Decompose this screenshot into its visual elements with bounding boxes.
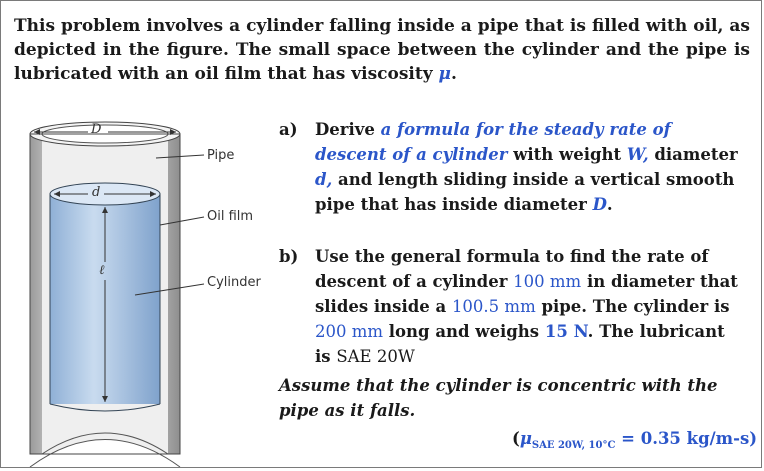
value-weight: 15 N [544, 322, 588, 341]
value-cyl-length: 200 mm [315, 322, 384, 341]
part-a-word: length sliding inside a vertical smooth … [315, 170, 735, 214]
value-pipe-diameter: 100.5 mm [451, 297, 536, 316]
part-b-word: . The lubricant is [315, 322, 725, 366]
given-viscosity: (μSAE 20W, 10°C = 0.35 kg/m-s) [512, 429, 758, 451]
cylinder-label: Cylinder [207, 275, 261, 290]
part-a-text: Derive a formula for the steady rate of … [315, 117, 739, 217]
part-a-word: with weight [513, 145, 622, 164]
part-a-word: Derive [315, 120, 375, 139]
figure-drawing [29, 121, 205, 468]
diameter-symbol: d, [315, 170, 333, 189]
label-l: ℓ [99, 263, 105, 278]
assumption-note: Assume that the cylinder is concentric w… [279, 376, 718, 420]
part-a-word: and [338, 170, 373, 189]
part-b-word: slides inside a [315, 297, 447, 316]
part-b-text: Use the general formula to find the rate… [315, 244, 739, 369]
part-b-tag: b) [279, 247, 299, 266]
given-value: = 0.35 kg/m-s) [615, 429, 758, 448]
given-open: ( [512, 429, 520, 448]
label-D: D [91, 122, 102, 137]
part-a-word: diameter [654, 145, 738, 164]
value-cyl-diameter: 100 mm [513, 272, 582, 291]
part-b-word: descent of a cylinder [315, 272, 508, 291]
part-b-word: pipe. The cylinder is [541, 297, 730, 316]
part-b-word: Use the general formula to find the rate… [315, 247, 709, 266]
weight-symbol: W, [626, 145, 649, 164]
problem-intro: This problem involves a cylinder falling… [14, 14, 750, 86]
pipe-label: Pipe [207, 148, 235, 163]
part-a-highlight-2: of a cylinder [392, 145, 508, 164]
pipe-cylinder-figure: D d ℓ Pipe Oil film Cylinder [20, 112, 290, 468]
given-subscript: SAE 20W, 10°C [531, 440, 616, 451]
part-a-end: . [606, 195, 613, 214]
label-d: d [92, 185, 101, 200]
part-a-highlight-1: a formula for the steady rate of descent [315, 120, 671, 164]
lubricant-name: SAE 20W [336, 347, 415, 366]
part-a-word: that has inside diameter [360, 195, 587, 214]
given-mu: μ [519, 429, 532, 448]
part-a-tag: a) [279, 120, 298, 139]
part-b-word: in diameter that [586, 272, 738, 291]
pipe-diameter-symbol: D [592, 195, 607, 214]
intro-text: This problem involves a cylinder falling… [14, 16, 750, 84]
part-b-word: long and weighs [388, 322, 540, 341]
viscosity-symbol: μ [438, 64, 451, 84]
oil-film-label: Oil film [207, 209, 254, 224]
intro-period: . [450, 64, 457, 84]
